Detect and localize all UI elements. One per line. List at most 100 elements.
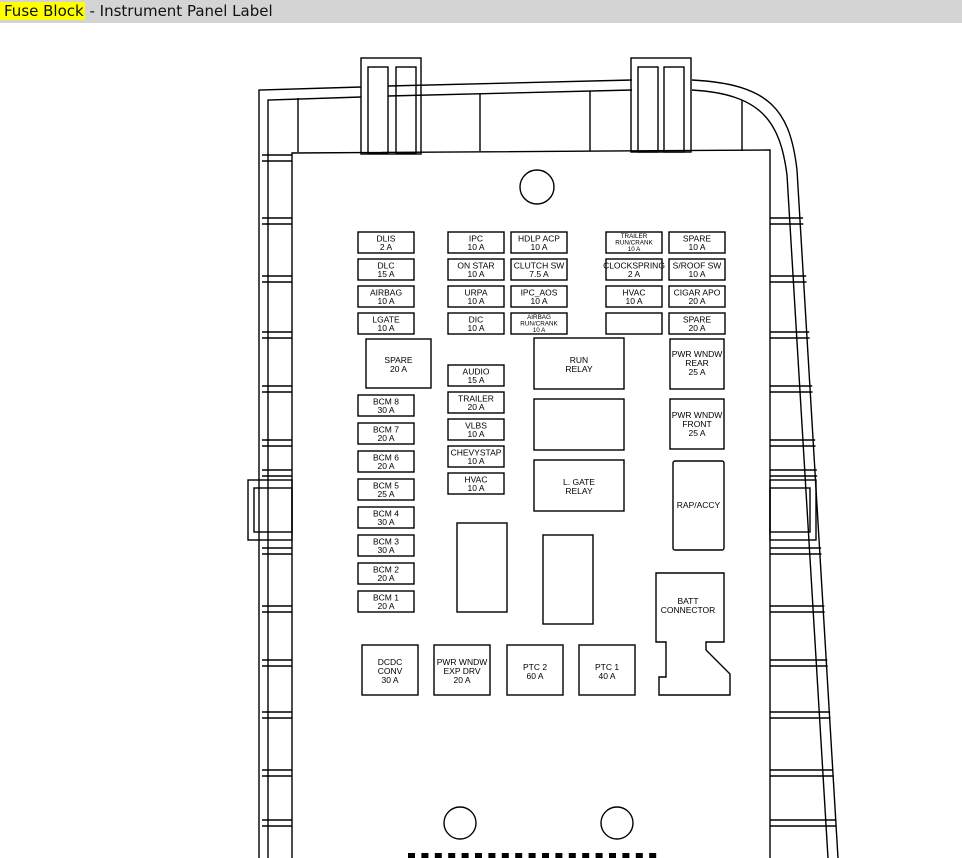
pwr-wndw-front-label-1: PWR WNDW bbox=[672, 410, 723, 420]
pwr-wndw-exp-drv-label-3: 20 A bbox=[453, 675, 470, 685]
ptc1-label-1: PTC 1 bbox=[595, 662, 619, 672]
fuse-airbag-run-crank-label-3: 10 A bbox=[533, 327, 546, 334]
terminal-pin bbox=[421, 853, 429, 858]
pwr-wndw-front-label-3: 25 A bbox=[688, 428, 705, 438]
diagram-title-bar: Fuse Block - Instrument Panel Label bbox=[0, 0, 962, 23]
terminal-pin bbox=[582, 853, 590, 858]
fuse-trailer-label-2: 20 A bbox=[467, 402, 484, 412]
fuse-on-star-label-1: ON STAR bbox=[457, 260, 494, 270]
terminal-pin bbox=[408, 853, 415, 858]
mount-hole-bottom-right bbox=[600, 806, 634, 840]
fuse-vlbs-label-1: VLBS bbox=[465, 420, 487, 430]
fuse-trailer-run-crank-label-3: 10 A bbox=[628, 246, 641, 253]
fuse-dic-label-2: 10 A bbox=[467, 323, 484, 333]
fuse-airbag-run-crank-label-2: RUN/CRANK bbox=[520, 321, 558, 328]
fuse-bcm-1: BCM 120 A bbox=[357, 590, 415, 613]
lgate-relay-label-1: L. GATE bbox=[563, 477, 595, 487]
fuse-dlis-label-1: DLIS bbox=[377, 233, 396, 243]
fuse-bcm-5: BCM 525 A bbox=[357, 478, 415, 501]
fuse-audio-label-1: AUDIO bbox=[463, 366, 490, 376]
fuse-bcm-6-label-2: 20 A bbox=[377, 461, 394, 471]
diagram-title: - Instrument Panel Label bbox=[84, 2, 273, 20]
blank-relay bbox=[533, 398, 625, 451]
fuse-bcm-5-label-2: 25 A bbox=[377, 489, 394, 499]
fuse-clockspring-label-2: 2 A bbox=[628, 269, 641, 279]
fuse-bcm-8-label-1: BCM 8 bbox=[373, 396, 399, 406]
fuse-clutch-sw-label-2: 7.5 A bbox=[529, 269, 549, 279]
terminal-pin bbox=[568, 853, 576, 858]
fuse-bcm-6: BCM 620 A bbox=[357, 450, 415, 473]
terminal-pin bbox=[635, 853, 643, 858]
terminal-pin bbox=[595, 853, 603, 858]
terminal-pin bbox=[622, 853, 630, 858]
spare-big-fuse: SPARE 20 A bbox=[365, 338, 432, 389]
fuse-trailer-run-crank-label-1: TRAILER bbox=[621, 233, 648, 240]
fuse-bcm-7: BCM 720 A bbox=[357, 422, 415, 445]
fuse-clockspring-label-1: CLOCKSPRING bbox=[603, 260, 665, 270]
batt-connector: BATT CONNECTOR bbox=[655, 572, 731, 696]
pwr-wndw-rear-fuse: PWR WNDW REAR 25 A bbox=[669, 338, 725, 390]
terminal-pin bbox=[461, 853, 469, 858]
dcdc-conv-label-1: DCDC bbox=[378, 657, 403, 667]
dcdc-conv-fuse: DCDC CONV 30 A bbox=[361, 644, 419, 696]
terminal-pin bbox=[542, 853, 549, 858]
fuse-bcm-3: BCM 330 A bbox=[357, 534, 415, 557]
terminal-pin bbox=[448, 853, 456, 858]
fuse-bcm-4-label-2: 30 A bbox=[377, 517, 394, 527]
fuse-trailer-label-1: TRAILER bbox=[458, 393, 494, 403]
fuse-lgate-label-1: LGATE bbox=[372, 314, 400, 324]
pwr-wndw-exp-drv-fuse: PWR WNDW EXP DRV 20 A bbox=[433, 644, 491, 696]
fuse-bcm-6-label-1: BCM 6 bbox=[373, 452, 399, 462]
dcdc-conv-label-3: 30 A bbox=[381, 675, 398, 685]
fuse-bcm-8-label-2: 30 A bbox=[377, 405, 394, 415]
fuse-dic-label-1: DIC bbox=[469, 314, 484, 324]
fuse-hvac-top-label-2: 10 A bbox=[625, 296, 642, 306]
pwr-wndw-front-fuse: PWR WNDW FRONT 25 A bbox=[669, 398, 725, 450]
pwr-wndw-rear-label-2: REAR bbox=[685, 358, 709, 368]
pwr-wndw-front-label-2: FRONT bbox=[682, 419, 711, 429]
terminal-pin bbox=[515, 853, 523, 858]
terminal-pin bbox=[434, 853, 442, 858]
fuse-chevystap-label-2: 10 A bbox=[467, 456, 484, 466]
pwr-wndw-rear-label-3: 25 A bbox=[688, 367, 705, 377]
fuse-bcm-8: BCM 830 A bbox=[357, 394, 415, 417]
fuse-hvac-top-label-1: HVAC bbox=[623, 287, 646, 297]
fuse-bcm-7-label-1: BCM 7 bbox=[373, 424, 399, 434]
terminal-pin bbox=[501, 853, 509, 858]
fuse-hdlp-acp-label-1: HDLP ACP bbox=[518, 233, 560, 243]
fuse-clutch-sw-label-1: CLUTCH SW bbox=[514, 260, 565, 270]
run-relay: RUN RELAY bbox=[533, 337, 625, 390]
empty-slot-left bbox=[456, 522, 508, 613]
fuse-trailer-run-crank-label-2: RUN/CRANK bbox=[615, 240, 653, 247]
fuse-cigar-apo-label-1: CIGAR APO bbox=[674, 287, 721, 297]
run-relay-label-2: RELAY bbox=[565, 364, 593, 374]
fuse-bcm-3-label-2: 30 A bbox=[377, 545, 394, 555]
empty-slot-right bbox=[542, 534, 594, 625]
fuse-chevystap-label-1: CHEVYSTAP bbox=[451, 447, 502, 457]
pwr-wndw-rear-label-1: PWR WNDW bbox=[672, 349, 723, 359]
fuse-hvac-mid-label-2: 10 A bbox=[467, 483, 484, 493]
ptc2-label-1: PTC 2 bbox=[523, 662, 547, 672]
fuse-bcm-1-label-2: 20 A bbox=[377, 601, 394, 611]
fuse-urpa-label-1: URPA bbox=[465, 287, 488, 297]
ptc1-label-2: 40 A bbox=[598, 671, 615, 681]
fuse-s-roof-sw-label-2: 10 A bbox=[688, 269, 705, 279]
rap-accy-relay: RAP/ACCY bbox=[672, 460, 725, 551]
fuse-vlbs-label-2: 10 A bbox=[467, 429, 484, 439]
batt-connector-label-1: BATT bbox=[677, 596, 698, 606]
fuse-bcm-7-label-2: 20 A bbox=[377, 433, 394, 443]
